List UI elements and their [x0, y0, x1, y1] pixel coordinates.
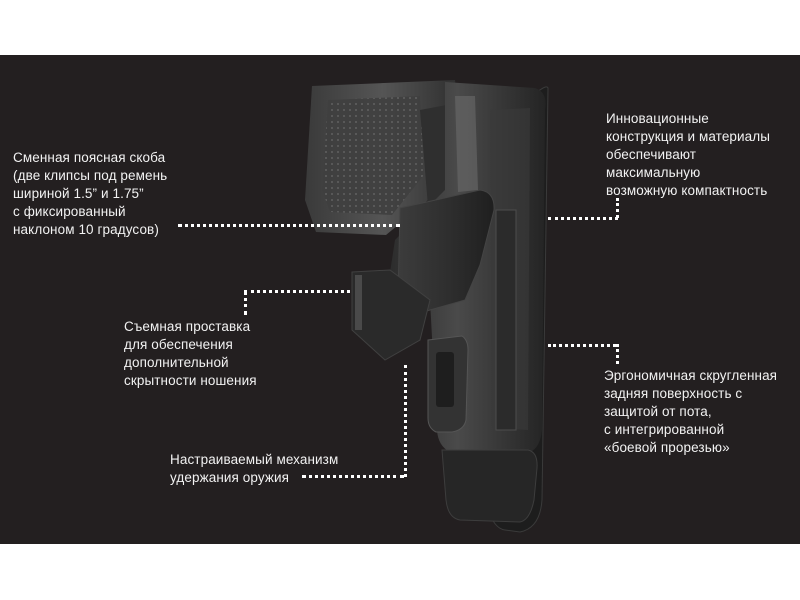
callout-line: для обеспечения — [124, 337, 233, 352]
callout-line: с интегрированной — [604, 422, 725, 437]
callout-line: удержания оружия — [170, 470, 290, 485]
leader-spacer-vertical — [244, 291, 247, 315]
callout-line: дополнительной — [124, 355, 229, 370]
leader-ergonomic-horizontal — [548, 344, 616, 347]
callout-line: скрытности ношения — [124, 373, 257, 388]
leader-innovative-vertical — [616, 198, 619, 218]
callout-line: максимальную — [606, 165, 701, 180]
callout-line: (две клипсы под ремень — [13, 168, 168, 183]
spacer-ridges — [355, 275, 362, 330]
leader-belt-clip — [178, 224, 400, 227]
grip-texture — [322, 96, 424, 215]
callout-line: шириной 1.5” и 1.75” — [13, 186, 144, 201]
callout-line: обеспечивают — [606, 147, 697, 162]
leader-spacer-horizontal — [244, 290, 350, 293]
leader-ergonomic-vertical — [616, 344, 619, 364]
callout-line: «боевой прорезью» — [604, 440, 730, 455]
brand-plate — [495, 209, 517, 431]
leader-innovative-horizontal — [548, 217, 618, 220]
callout-line: наклоном 10 градусов) — [13, 222, 159, 237]
holster-bottom — [441, 449, 538, 523]
diagram-panel: Сменная поясная скоба (две клипсы под ре… — [0, 55, 800, 544]
callout-belt-clip: Сменная поясная скоба (две клипсы под ре… — [13, 149, 167, 239]
removable-spacer — [351, 269, 431, 361]
lever-slot — [436, 352, 454, 407]
leader-retention-horizontal — [302, 475, 404, 478]
callout-line: Съемная проставка — [124, 319, 251, 334]
callout-line: Сменная поясная скоба — [13, 150, 166, 165]
callout-line: Настраиваемый механизм — [170, 452, 339, 467]
callout-retention: Настраиваемый механизм удержания оружия — [170, 451, 338, 487]
callout-line: конструкция и материалы — [606, 129, 771, 144]
holster-illustration — [305, 80, 549, 533]
callout-line: защитой от пота, — [604, 404, 712, 419]
callout-spacer: Съемная проставка для обеспечения дополн… — [124, 318, 257, 390]
callout-line: Инновационные — [606, 111, 709, 126]
callout-line: Эргономичная скругленная — [604, 368, 778, 383]
callout-line: с фиксированный — [13, 204, 126, 219]
callout-line: возможную компактность — [606, 183, 768, 198]
callout-line: задняя поверхность с — [604, 386, 743, 401]
leader-retention-vertical — [404, 365, 407, 477]
callout-ergonomic: Эргономичная скругленная задняя поверхно… — [604, 367, 777, 457]
callout-innovative: Инновационные конструкция и материалы об… — [606, 110, 770, 200]
slide-highlight — [455, 96, 478, 192]
